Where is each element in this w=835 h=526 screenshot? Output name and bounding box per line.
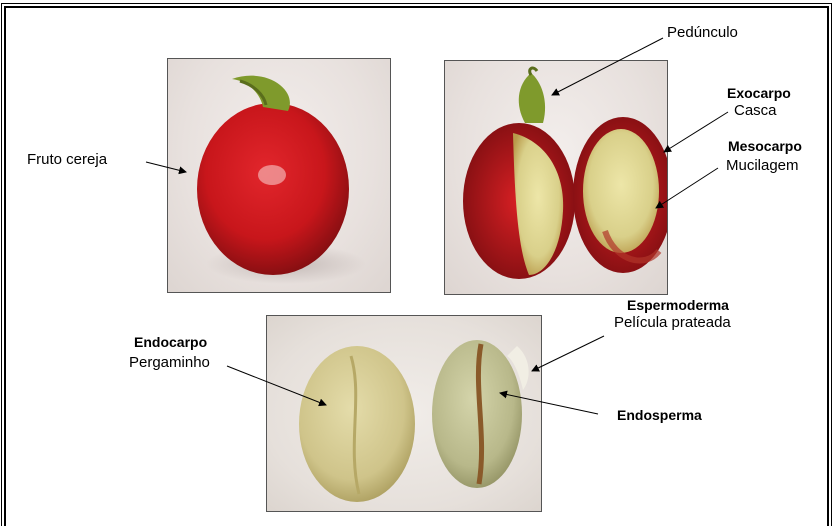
whole-cherry-photo bbox=[167, 58, 391, 293]
beans-illustration bbox=[267, 316, 541, 511]
label-fruto-cereja: Fruto cereja bbox=[27, 151, 107, 169]
label-pelicula-prateada: Película prateada bbox=[614, 314, 731, 332]
whole-cherry-illustration bbox=[168, 59, 390, 292]
label-pergaminho: Pergaminho bbox=[129, 354, 210, 372]
label-pedunculo: Pedúnculo bbox=[667, 24, 738, 42]
label-exocarpo: Exocarpo bbox=[727, 84, 791, 102]
label-espermoderma: Espermoderma bbox=[627, 296, 729, 314]
beans-photo bbox=[266, 315, 542, 512]
cut-cherry-illustration bbox=[445, 61, 667, 294]
label-mucilagem: Mucilagem bbox=[726, 157, 799, 175]
label-casca: Casca bbox=[734, 102, 777, 120]
label-endocarpo: Endocarpo bbox=[134, 333, 207, 351]
cut-cherry-photo bbox=[444, 60, 668, 295]
label-mesocarpo: Mesocarpo bbox=[728, 137, 802, 155]
label-endosperma: Endosperma bbox=[617, 406, 702, 424]
